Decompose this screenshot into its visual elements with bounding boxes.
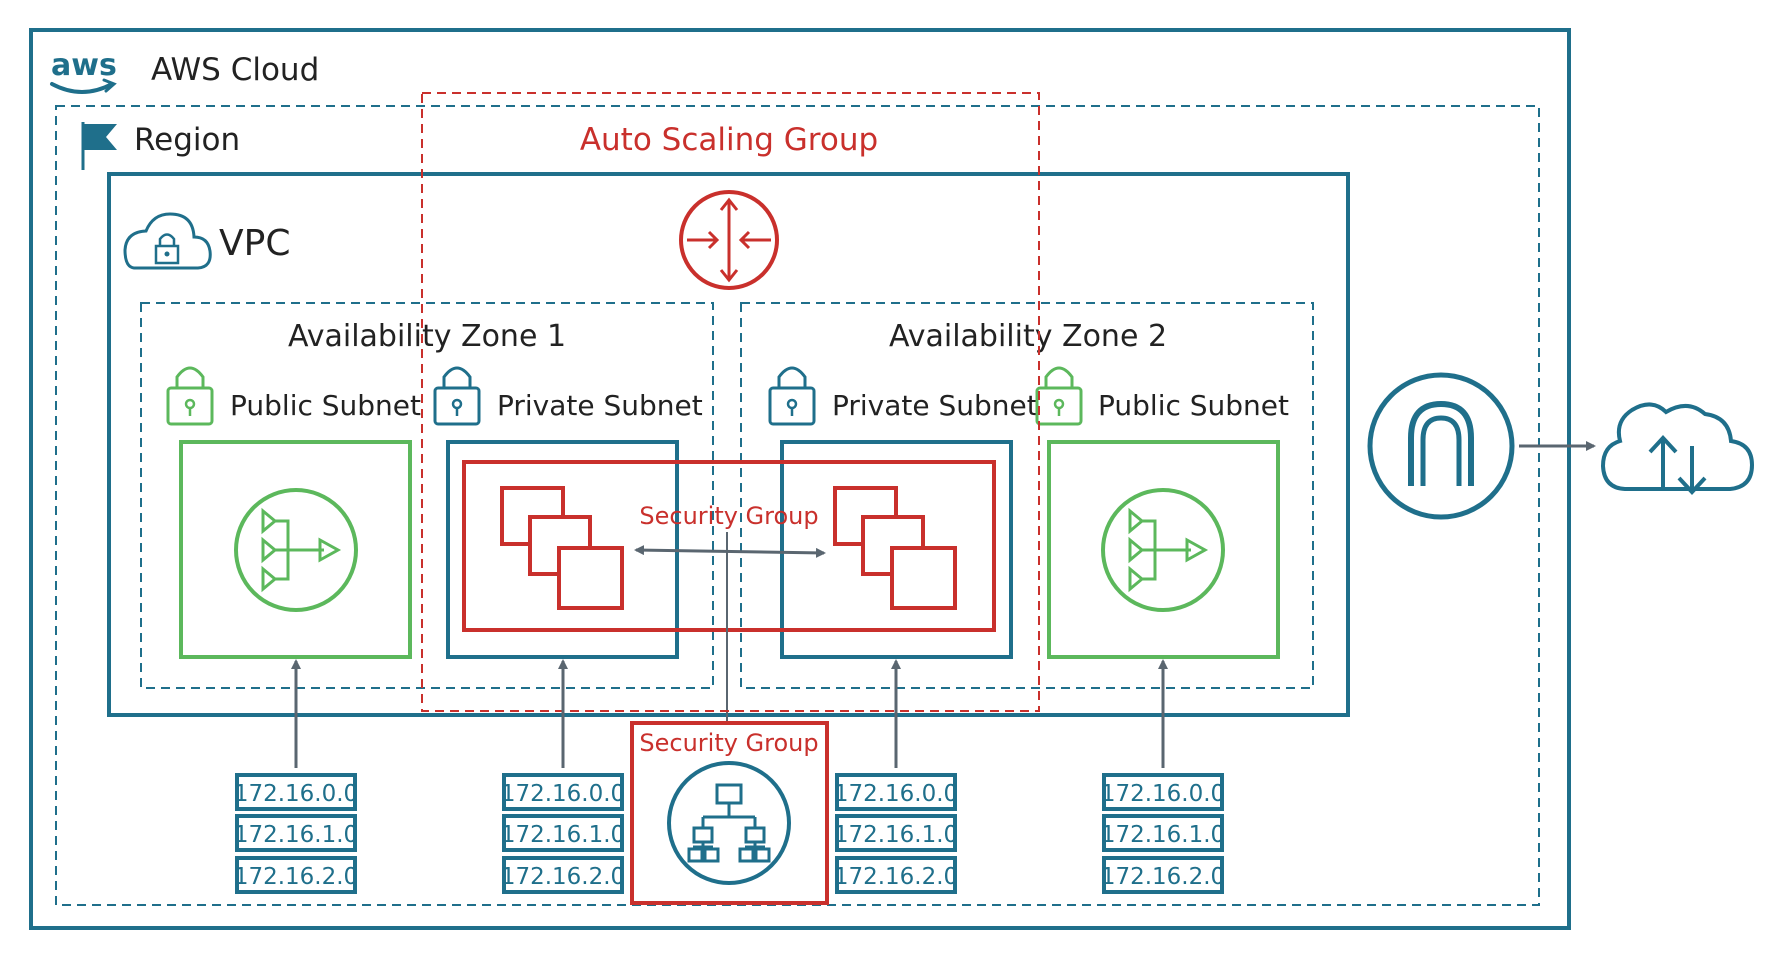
public-subnet-1-label: Public Subnet [230,389,421,422]
public-subnet-2-label: Public Subnet [1098,389,1289,422]
availability-zone-2-label: Availability Zone 2 [889,319,1167,354]
route-entry: 172.16.0.0 [234,781,358,807]
aws-logo: aws [50,48,117,94]
route-table-3: 172.16.0.0 172.16.1.0 172.16.2.0 [834,773,958,894]
route-entry: 172.16.2.0 [234,864,358,890]
load-balancer-icon [667,761,791,885]
public-subnet-1-lock-icon [166,366,214,426]
auto-scaling-group-label: Auto Scaling Group [580,122,878,158]
cloud-upload-download-icon [1600,402,1755,495]
ec2-instances-icon [833,486,957,610]
vpc-boundary [107,172,1350,717]
private-subnet-2-label: Private Subnet [832,389,1038,422]
router-icon [679,190,779,290]
svg-text:aws: aws [51,48,117,83]
route-entry: 172.16.2.0 [1101,864,1225,890]
route-entry: 172.16.1.0 [234,822,358,848]
availability-zone-1-label: Availability Zone 1 [288,319,566,354]
route-entry: 172.16.2.0 [834,864,958,890]
route-entry: 172.16.0.0 [501,781,625,807]
private-subnet-2-lock-icon [768,366,816,426]
internet-gateway-icon [1367,372,1515,520]
public-subnet-1-box [179,440,412,659]
region-label: Region [134,122,240,158]
auto-scaling-group-boundary [421,92,1040,712]
public-subnet-2-lock-icon [1035,366,1083,426]
private-subnet-1-lock-icon [433,366,481,426]
route-table-2: 172.16.0.0 172.16.1.0 172.16.2.0 [501,773,625,894]
security-group-instances [462,460,996,632]
private-subnet-1-label: Private Subnet [497,389,703,422]
route-table-4: 172.16.0.0 172.16.1.0 172.16.2.0 [1101,773,1225,894]
route-entry: 172.16.1.0 [1101,822,1225,848]
security-group-load-balancer-label: Security Group [639,729,818,757]
aws-cloud-boundary [29,28,1571,930]
nat-gateway-icon [1101,488,1225,612]
security-group-instances-label: Security Group [639,502,818,530]
flag-icon [81,122,117,170]
route-entry: 172.16.2.0 [501,864,625,890]
nat-gateway-icon [234,488,358,612]
route-table-1: 172.16.0.0 172.16.1.0 172.16.2.0 [234,773,358,894]
ec2-instances-icon [500,486,624,610]
aws-cloud-label: AWS Cloud [151,52,319,88]
availability-zone-1-boundary [140,302,714,689]
instance-sync-arrow [634,545,826,558]
route-entry: 172.16.0.0 [834,781,958,807]
availability-zone-2-boundary [740,302,1314,689]
vpc-label: VPC [219,223,290,264]
route-entry: 172.16.1.0 [501,822,625,848]
cloud-lock-icon [123,212,212,270]
route-entry: 172.16.1.0 [834,822,958,848]
route-entry: 172.16.0.0 [1101,781,1225,807]
public-subnet-2-box [1047,440,1280,659]
